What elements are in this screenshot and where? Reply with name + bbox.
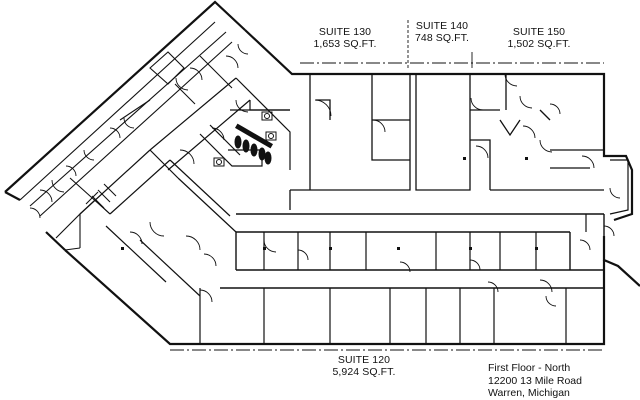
door-swings: [29, 43, 621, 307]
north-suites: [289, 74, 604, 210]
room-markers: [121, 157, 538, 250]
suite-150-area: 1,502 SQ.FT.: [507, 38, 571, 50]
suite-150-name: SUITE 150: [512, 26, 566, 38]
street-address: 12200 13 Mile Road: [488, 374, 582, 387]
city-state: Warren, Michigan: [488, 387, 570, 399]
east-vestibule: [585, 159, 629, 232]
suite-dimension-lines: [170, 20, 604, 351]
suite-150-label: SUITE 150 1,502 SQ.FT.: [494, 26, 584, 50]
suite-130-label: SUITE 130 1,653 SQ.FT.: [300, 26, 390, 50]
suite-120-label: SUITE 120 5,924 SQ.FT.: [304, 354, 424, 378]
suite-140-name: SUITE 140: [415, 20, 469, 32]
floor-info: First Floor - North 12200 13 Mile Road W…: [488, 362, 638, 400]
toilet-stalls: [234, 123, 274, 165]
suite-120-name: SUITE 120: [337, 354, 391, 366]
floor-name: First Floor - North: [488, 362, 571, 374]
south-offices: [105, 225, 567, 344]
central-spine: [79, 77, 291, 233]
restroom-fixtures: [213, 111, 277, 167]
corridor: [220, 213, 605, 289]
suite-140-area: 748 SQ.FT.: [414, 32, 470, 44]
left-wing: [19, 21, 233, 251]
suite-130-name: SUITE 130: [318, 26, 372, 38]
suite-120-area: 5,924 SQ.FT.: [332, 366, 396, 378]
exterior-walls: [4, 0, 640, 346]
suite-130-area: 1,653 SQ.FT.: [313, 38, 377, 50]
suite-140-label: SUITE 140 748 SQ.FT.: [402, 20, 482, 44]
